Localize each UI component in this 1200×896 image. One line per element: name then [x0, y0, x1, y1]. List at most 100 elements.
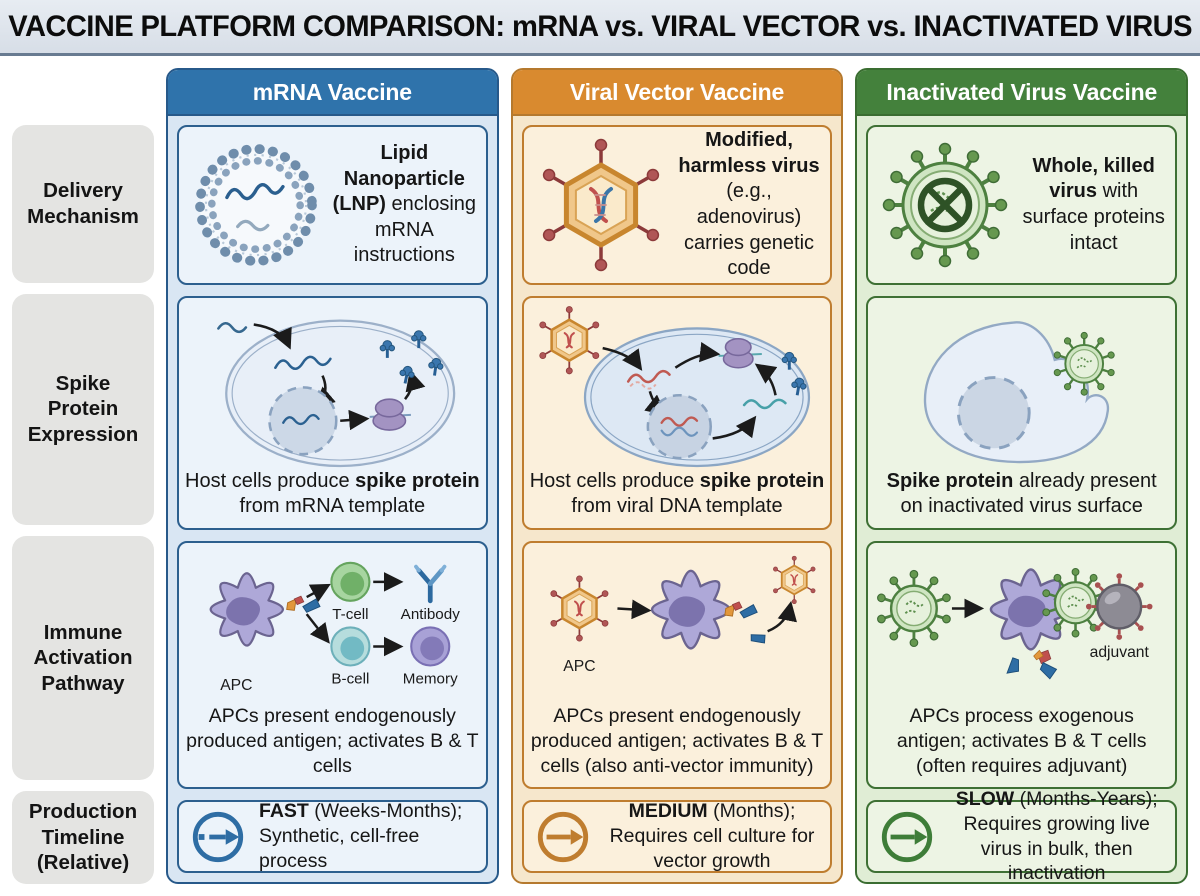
- ribosome: [722, 337, 754, 369]
- caption-post: from mRNA template: [239, 495, 426, 518]
- apc-icon: [990, 568, 1073, 651]
- presented-antigen-icon: [286, 595, 321, 613]
- memory-label: Memory: [403, 671, 458, 688]
- cell-mrna-spike-expression: Host cells produce spike protein from mR…: [177, 296, 488, 530]
- cell-inactivated-delivery: Whole, killed virus with surface protein…: [866, 125, 1178, 285]
- apc-label: APC: [563, 658, 595, 675]
- production-text-mrna: FAST (Weeks-Months); Synthetic, cell-fre…: [259, 799, 476, 873]
- title-bar: VACCINE PLATFORM COMPARISON: mRNA vs. VI…: [0, 0, 1200, 56]
- caption-bold: spike protein: [699, 469, 825, 492]
- immune-caption-viral-vector: APCs present endogenously produced antig…: [530, 705, 824, 778]
- spike-caption-inactivated: Spike protein already present on inactiv…: [874, 469, 1169, 520]
- fast-arrow-glyph: [192, 811, 244, 862]
- delivery-text-mrna: Lipid Nanoparticle (LNP) enclosing mRNA …: [331, 141, 478, 269]
- fast-arrow-icon: [189, 808, 247, 866]
- cell-mrna-production: FAST (Weeks-Months); Synthetic, cell-fre…: [177, 800, 488, 873]
- viral-vector-immune-illustration: APC: [550, 555, 816, 675]
- comparison-table: Delivery Mechanism Spike Protein Express…: [0, 56, 1200, 884]
- viral-dna-strand: [626, 369, 671, 384]
- cell-inactivated-production: SLOW (Months-Years); Requires growing li…: [866, 788, 1178, 882]
- production-detail: (Weeks-Months); Synthetic, cell-free pro…: [259, 800, 463, 872]
- caption-pre: Host cells produce: [529, 469, 700, 492]
- column-inactivated: Inactivated Virus Vaccine: [855, 68, 1189, 884]
- spike-proteins: [781, 351, 807, 396]
- column-body-inactivated: Whole, killed virus with surface protein…: [857, 116, 1186, 882]
- inactivated-virus-icon: [875, 569, 954, 648]
- production-speed: SLOW: [955, 788, 1015, 810]
- delivery-rest: enclosing mRNA instructions: [353, 193, 477, 267]
- column-header-inactivated: Inactivated Virus Vaccine: [857, 70, 1187, 116]
- adenovirus-icon: [550, 575, 609, 642]
- inactivated-virus-icon: [1052, 331, 1117, 397]
- inactivated-expression-illustration: [924, 321, 1117, 464]
- engulfed-virus-icon: [1040, 567, 1111, 639]
- apc-icon: [650, 569, 731, 650]
- delivery-text-inactivated: Whole, killed virus with surface protein…: [1020, 154, 1167, 256]
- row-label-immune-pathway: Immune Activation Pathway: [12, 535, 154, 781]
- cell-viral-vector-production: MEDIUM (Months); Requires cell culture f…: [521, 799, 833, 873]
- apc-icon: [209, 572, 285, 647]
- mrna-expression-illustration: [217, 319, 456, 468]
- memory-cell-icon: [410, 626, 451, 667]
- cell-viral-vector-immune-pathway: APC: [521, 541, 833, 789]
- caption-bold: spike protein: [355, 469, 480, 492]
- column-body-mrna: Lipid Nanoparticle (LNP) enclosing mRNA …: [168, 116, 497, 882]
- cell-mrna-immune-pathway: T-cell Antibody B-cell: [177, 541, 488, 789]
- adjuvant-icon: [1084, 573, 1155, 642]
- spike-proteins: [379, 330, 444, 384]
- cell-inactivated-spike-expression: Spike protein already present on inactiv…: [866, 296, 1178, 530]
- medium-arrow-icon: [534, 808, 592, 866]
- cell-viral-vector-spike-expression: Host cells produce spike protein from vi…: [521, 296, 833, 530]
- cell-viral-vector-delivery: Modified, harmless virus (e.g., adenovir…: [521, 125, 833, 285]
- tcell-label: T-cell: [332, 606, 368, 623]
- free-mrna-strand: [217, 322, 248, 334]
- antibody-label: Antibody: [401, 606, 461, 623]
- column-mrna: mRNA Vaccine Lipid Nanoparticle (LNP) en…: [166, 68, 499, 884]
- prohibition-icon: [918, 177, 973, 233]
- antibody-icon: [414, 564, 447, 604]
- delivery-bold: Lipid Nanoparticle (LNP): [332, 142, 465, 216]
- production-text-inactivated: SLOW (Months-Years); Requires growing li…: [948, 787, 1165, 884]
- dna-helix: [588, 187, 613, 223]
- spike-caption-mrna: Host cells produce spike protein from mR…: [185, 469, 480, 520]
- caption-post: already present on inactivated virus sur…: [900, 469, 1157, 518]
- spike-caption-viral-vector: Host cells produce spike protein from vi…: [530, 469, 825, 520]
- apc-label: APC: [220, 677, 252, 694]
- column-header-viral-vector: Viral Vector Vaccine: [512, 70, 842, 116]
- delivery-rest: (e.g., adenovirus) carries genetic code: [683, 180, 815, 280]
- lnp-illustration: [195, 144, 317, 266]
- bcell-label: B-cell: [331, 671, 369, 688]
- cell-inactivated-immune-pathway: adjuvant APCs process exogenous antigen;…: [866, 541, 1178, 789]
- mrna-immune-illustration: T-cell Antibody B-cell: [209, 561, 461, 694]
- column-header-mrna: mRNA Vaccine: [168, 70, 497, 116]
- slow-arrow-glyph: [882, 811, 933, 862]
- caption-bold: Spike protein: [886, 469, 1014, 492]
- delivery-bold: Whole, killed virus: [1032, 154, 1155, 203]
- adenovirus-icon: [526, 134, 676, 276]
- caption-post: from viral DNA template: [571, 495, 783, 518]
- inactivated-immune-illustration: adjuvant: [875, 567, 1155, 680]
- caption-pre: Host cells produce: [185, 469, 356, 492]
- production-detail: (Months-Years); Requires growing live vi…: [963, 788, 1158, 884]
- production-detail: (Months); Requires cell culture for vect…: [609, 800, 815, 872]
- production-text-viral-vector: MEDIUM (Months); Requires cell culture f…: [604, 799, 821, 873]
- immune-caption-inactivated: APCs process exogenous antigen; activate…: [896, 705, 1147, 778]
- column-body-viral-vector: Modified, harmless virus (e.g., adenovir…: [513, 116, 842, 882]
- mrna-in-cell: [274, 355, 332, 370]
- adenovirus-icon: [772, 555, 816, 605]
- delivery-text-viral-vector: Modified, harmless virus (e.g., adenovir…: [676, 128, 823, 282]
- column-viral-vector: Viral Vector Vaccine: [510, 68, 844, 884]
- adjuvant-label: adjuvant: [1090, 644, 1150, 661]
- adenovirus-icon: [539, 306, 599, 375]
- presented-antigen-icon: [1006, 649, 1058, 680]
- cell-mrna-delivery: Lipid Nanoparticle (LNP) enclosing mRNA …: [177, 125, 488, 285]
- production-speed: MEDIUM: [628, 800, 708, 823]
- ribosome: [372, 398, 407, 431]
- presented-antigen-icon: [723, 601, 766, 644]
- row-label-production-timeline: Production Timeline (Relative): [12, 791, 154, 884]
- nucleus: [957, 376, 1032, 450]
- row-label-delivery: Delivery Mechanism: [12, 125, 154, 283]
- mrna-strand: [742, 398, 787, 410]
- killed-virus-icon: [870, 134, 1020, 276]
- page-title: VACCINE PLATFORM COMPARISON: mRNA vs. VI…: [8, 9, 1192, 43]
